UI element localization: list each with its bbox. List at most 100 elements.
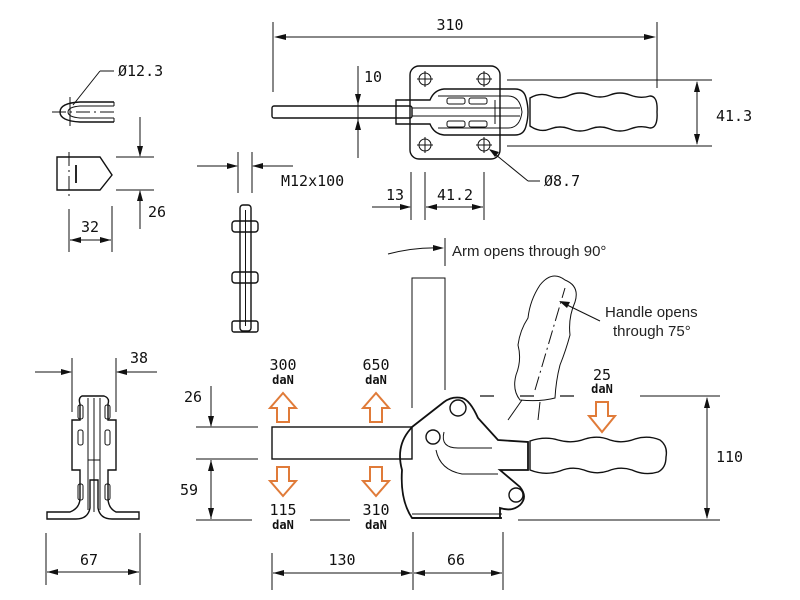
dim-38-label: 38 [130, 349, 148, 367]
dim-bar-hole-label: Ø12.3 [118, 62, 163, 80]
svg-text:300: 300 [269, 356, 296, 374]
dim-26-label: 26 [148, 203, 166, 221]
dim-32-label: 32 [81, 218, 99, 236]
mount-hole [417, 71, 433, 87]
arrowhead [644, 34, 656, 40]
arrowhead [227, 163, 238, 169]
side-view: Arm opens through 90° Handle opens throu… [180, 238, 743, 590]
svg-text:25: 25 [593, 366, 611, 384]
arrowhead [208, 460, 214, 471]
arrowhead [61, 369, 72, 375]
pivot-pin [449, 399, 467, 417]
arrowhead [70, 237, 81, 243]
end-profile [46, 395, 140, 520]
force-arrow-down-icon [267, 466, 299, 498]
nut [231, 220, 259, 233]
leader-line [562, 302, 601, 322]
mount-hole [417, 137, 433, 153]
dim-130-label: 130 [328, 551, 355, 569]
dim-66-label: 66 [447, 551, 465, 569]
handle-open-position [514, 275, 577, 402]
arm-opens-note: Arm opens through 90° [452, 243, 606, 260]
dim-10-label: 10 [364, 68, 382, 86]
arrowhead [694, 134, 700, 145]
guide-inner [438, 95, 523, 129]
dim-41-3-label: 41.3 [716, 107, 752, 125]
end-view: 38 67 [35, 349, 157, 585]
force-arrow-up-icon [267, 391, 299, 423]
svg-text:daN: daN [272, 373, 294, 387]
clamp-body [399, 396, 529, 519]
arrowhead [47, 569, 58, 575]
force-300-up: 300 daN [267, 356, 299, 423]
arrowhead [704, 397, 710, 408]
force-arrow-down-icon [360, 466, 392, 498]
svg-text:daN: daN [365, 373, 387, 387]
nut [231, 271, 259, 284]
handle-grip [529, 436, 668, 475]
mount-hole [476, 137, 492, 153]
arrowhead [128, 569, 139, 575]
arrowhead [426, 204, 437, 210]
arrowhead [208, 416, 214, 427]
arrowhead [355, 119, 361, 130]
dim-41-2-label: 41.2 [437, 186, 473, 204]
arm-open-position [411, 277, 446, 408]
svg-text:daN: daN [272, 518, 294, 532]
arrowhead [137, 146, 143, 157]
arrowhead [100, 237, 111, 243]
arrowhead [433, 245, 444, 251]
force-arrow-down-icon [586, 401, 618, 434]
handle-grip [529, 92, 658, 132]
base-plate [409, 65, 501, 160]
handle-opens-note-line1: Handle opens [605, 304, 698, 321]
dim-310-label: 310 [436, 16, 463, 34]
arrowhead [116, 369, 127, 375]
guide-body [395, 88, 529, 136]
arrowhead [137, 190, 143, 201]
dim-hole-diameter-label: Ø8.7 [544, 172, 580, 190]
spindle-detail: M12x100 [197, 152, 344, 333]
clamp-bar-detail: Ø12.3 26 32 [52, 62, 166, 252]
dim-26-side-label: 26 [184, 388, 202, 406]
bar-side-profile [56, 156, 113, 191]
svg-text:daN: daN [591, 382, 613, 396]
spindle-head [231, 320, 259, 333]
arrowhead [274, 34, 286, 40]
clamp-arm [271, 426, 413, 460]
arrowhead [491, 570, 502, 576]
spindle-shaft [239, 204, 252, 332]
dim-67-label: 67 [80, 551, 98, 569]
arrowhead [355, 94, 361, 105]
arrowhead [694, 81, 700, 92]
arrowhead [400, 204, 411, 210]
arrowhead [273, 570, 284, 576]
leader-line [72, 70, 101, 106]
arrowhead [401, 570, 412, 576]
force-25-down: 25 daN [586, 366, 618, 434]
dim-110-label: 110 [716, 448, 743, 466]
pivot-pin [508, 487, 524, 503]
force-arrow-up-icon [360, 391, 392, 423]
mount-hole [476, 71, 492, 87]
top-view: 310 10 41.3 [271, 16, 752, 220]
arrowhead [489, 149, 499, 157]
spindle-rod [271, 105, 413, 119]
force-310-down: 310 daN [360, 466, 392, 532]
svg-text:650: 650 [362, 356, 389, 374]
spindle-thread-label: M12x100 [281, 172, 344, 190]
handle-opens-note-line2: through 75° [613, 323, 691, 340]
arrowhead [252, 163, 263, 169]
svg-text:daN: daN [365, 518, 387, 532]
arrowhead [704, 508, 710, 519]
arrowhead [559, 301, 570, 308]
force-650-up: 650 daN [360, 356, 392, 423]
dim-59-label: 59 [180, 481, 198, 499]
svg-text:115: 115 [269, 501, 296, 519]
pivot-pin [425, 429, 441, 445]
arrowhead [472, 204, 483, 210]
arrowhead [208, 508, 214, 519]
svg-text:310: 310 [362, 501, 389, 519]
arrowhead [414, 570, 425, 576]
